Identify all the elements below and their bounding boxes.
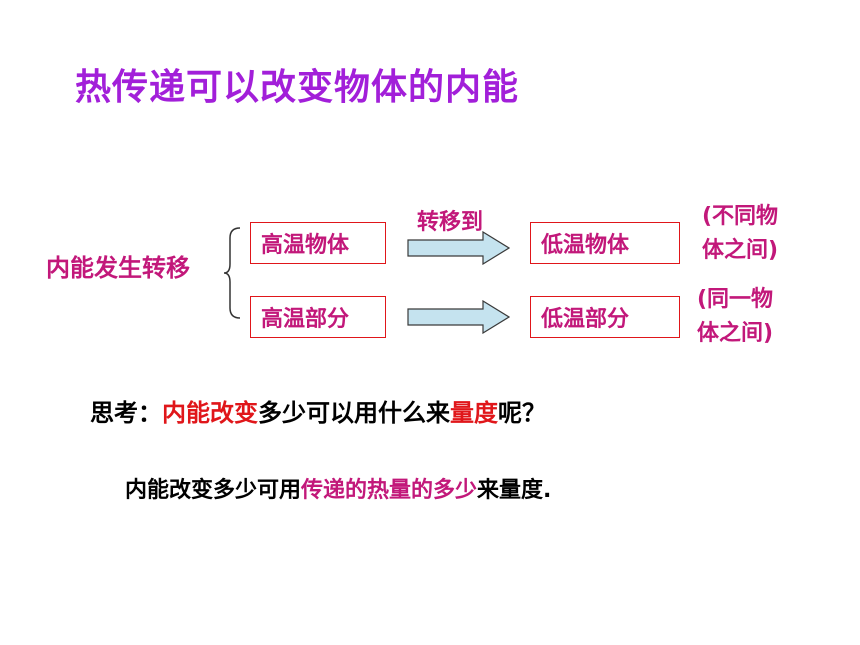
box-label: 高温部分 — [261, 307, 350, 332]
note-line: (同一物 — [697, 287, 774, 312]
question-suffix: 呢？ — [498, 399, 546, 427]
low-temp-part-box: 低温部分 — [530, 296, 680, 338]
answer-suffix: 来量度. — [477, 478, 552, 503]
note-within-object: (同一物 体之间) — [697, 283, 773, 351]
box-label: 低温物体 — [541, 233, 630, 258]
curly-brace — [223, 227, 241, 319]
answer-text: 内能改变多少可用传递的热量的多少来量度. — [125, 472, 551, 504]
arrow-label: 转移到 — [417, 210, 484, 235]
note-line: 体之间) — [697, 321, 774, 346]
low-temp-object-box: 低温物体 — [530, 222, 680, 264]
question-body: 多少可以用什么来 — [258, 399, 450, 427]
arrow-right-icon — [407, 231, 511, 265]
note-line: (不同物 — [702, 204, 779, 229]
high-temp-object-box: 高温物体 — [250, 222, 386, 264]
box-label: 高温物体 — [261, 233, 350, 258]
note-between-objects: (不同物 体之间) — [702, 200, 778, 268]
slide-title: 热传递可以改变物体的内能 — [75, 67, 520, 108]
answer-highlight: 传递的热量的多少 — [301, 478, 478, 503]
high-temp-part-box: 高温部分 — [250, 296, 386, 338]
box-label: 低温部分 — [541, 307, 630, 332]
arrow-right-icon — [407, 300, 511, 334]
question-prefix: 思考： — [90, 399, 162, 427]
question-highlight: 量度 — [450, 399, 498, 427]
main-label: 内能发生转移 — [46, 254, 190, 282]
answer-prefix: 内能改变多少可用 — [125, 478, 302, 503]
question-highlight: 内能改变 — [162, 399, 258, 427]
question-text: 思考：内能改变多少可以用什么来量度呢？ — [90, 393, 546, 428]
note-line: 体之间) — [702, 238, 779, 263]
